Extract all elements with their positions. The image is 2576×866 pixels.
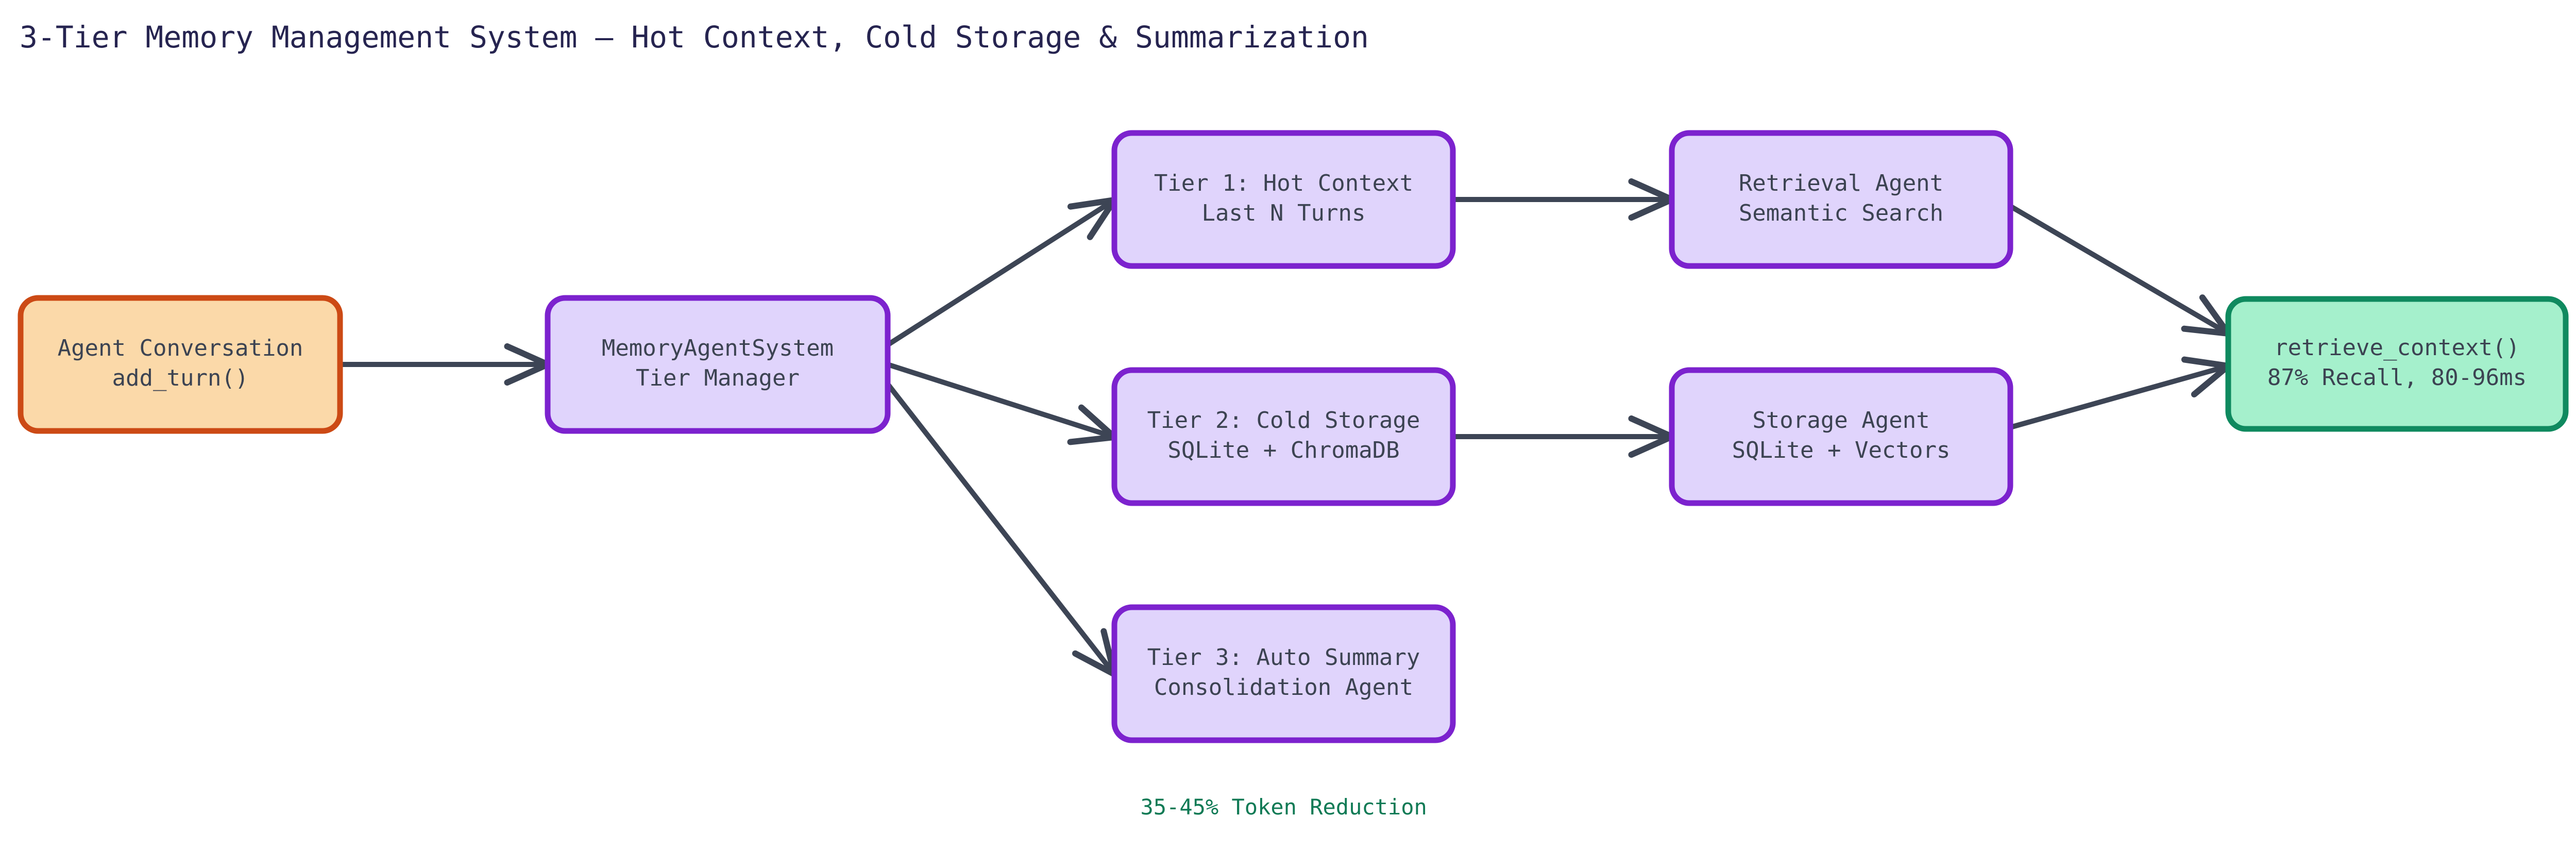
edge-memory-agent-system-to-tier-1 [885,197,1117,347]
edge-arrowhead-icon [2181,294,2231,337]
node-shape [545,295,891,434]
edge-agent-conversation-to-memory-agent-system [337,343,551,386]
node-label-line-2: Consolidation Agent [1154,674,1413,701]
node-label-line-1: Storage Agent [1752,407,1929,434]
node-shape [1669,367,2013,506]
node-label-line-1: Agent Conversation [58,335,303,361]
diagram-title: 3-Tier Memory Management System — Hot Co… [20,20,1369,55]
node-shape [1111,130,1456,269]
node-label-line-1: Tier 1: Hot Context [1154,170,1413,196]
node-label-line-1: Tier 2: Cold Storage [1147,407,1420,434]
node-label-line-2: add_turn() [112,365,249,391]
node-retrieve-context[interactable]: retrieve_context() 87% Recall, 80-96ms [2225,296,2569,432]
node-label-line-2: SQLite + ChromaDB [1167,437,1399,463]
node-label-line-2: SQLite + Vectors [1732,437,1951,463]
node-label-line-2: Last N Turns [1202,200,1366,226]
edge-storage-agent-to-retrieve-context [2008,356,2231,430]
node-label-line-1: Retrieval Agent [1739,170,1943,196]
edge-arrowhead-icon [1067,197,1117,240]
node-label-line-2: Tier Manager [636,365,800,391]
edge-retrieval-agent-to-retrieve-context [2008,204,2231,337]
node-label-line-2: 87% Recall, 80-96ms [2267,364,2527,391]
node-label-line-1: Tier 3: Auto Summary [1147,644,1420,671]
node-shape [1111,604,1456,743]
node-agent-conversation[interactable]: Agent Conversation add_turn() [18,295,343,434]
edge-tier-1-to-retrieval-agent [1450,178,1675,221]
token-reduction-note: 35-45% Token Reduction [1140,794,1427,820]
edge-shaft [2008,363,2231,430]
edge-tier-2-to-storage-agent [1450,415,1675,458]
edge-shaft [885,381,1117,677]
node-label-line-1: MemoryAgentSystem [602,335,834,361]
node-label-line-1: retrieve_context() [2274,335,2520,361]
node-shape [1111,367,1456,506]
nodes-layer: Agent Conversation add_turn() MemoryAgentS… [18,130,2569,743]
node-label-line-2: Semantic Search [1739,200,1943,226]
edge-shaft [885,362,1117,440]
node-shape [1669,130,2013,269]
node-shape [2225,296,2569,432]
node-shape [18,295,343,434]
edge-shaft [2008,204,2231,336]
edge-shaft [885,197,1117,347]
